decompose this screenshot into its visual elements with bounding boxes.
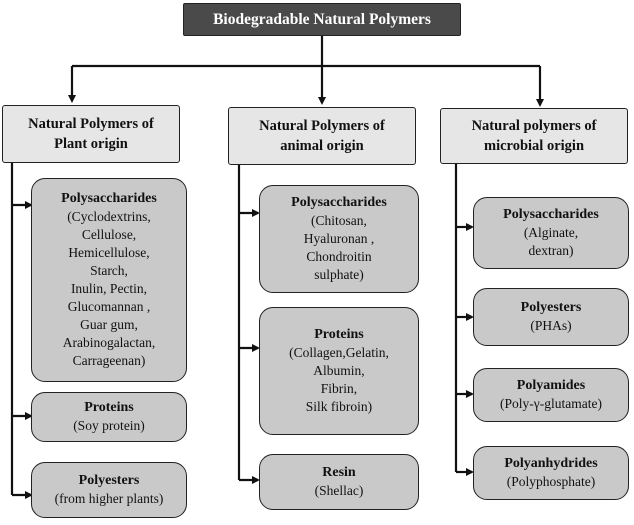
node-detail: (Soy protein) bbox=[73, 418, 145, 433]
node-title: Polyamides bbox=[516, 378, 586, 393]
node-detail: (Cyclodextrins, Cellulose, Hemicellulose… bbox=[62, 209, 156, 368]
node-detail: (Poly-γ-glutamate) bbox=[500, 396, 602, 411]
node-detail: (Chitosan, Hyaluronan , Chondroitin sulp… bbox=[303, 213, 375, 282]
node-detail: (from higher plants) bbox=[54, 491, 164, 506]
microbial-polyanhydrides-node: Polyanhydrides (Polyphosphate) bbox=[473, 446, 629, 500]
node-detail: (Polyphosphate) bbox=[506, 474, 596, 489]
microbial-polyesters-node: Polyesters (PHAs) bbox=[473, 288, 629, 346]
category-plant-origin: Natural Polymers of Plant origin bbox=[2, 105, 180, 163]
category-title: Natural Polymers of Plant origin bbox=[28, 116, 154, 152]
node-detail: (Shellac) bbox=[314, 483, 364, 498]
root-node: Biodegradable Natural Polymers bbox=[183, 3, 461, 36]
node-title: Polysaccharides bbox=[291, 195, 387, 210]
node-title: Polysaccharides bbox=[61, 191, 157, 206]
microbial-polysaccharides-node: Polysaccharides (Alginate, dextran) bbox=[473, 197, 629, 269]
node-title: Polyesters bbox=[520, 300, 582, 315]
category-animal-origin: Natural Polymers of animal origin bbox=[228, 107, 416, 165]
node-detail: (PHAs) bbox=[530, 318, 572, 333]
category-microbial-origin: Natural polymers of microbial origin bbox=[440, 108, 628, 164]
animal-proteins-node: Proteins (Collagen,Gelatin, Albumin, Fib… bbox=[259, 307, 419, 435]
node-detail: (Collagen,Gelatin, Albumin, Fibrin, Silk… bbox=[289, 345, 389, 414]
microbial-polyamides-node: Polyamides (Poly-γ-glutamate) bbox=[473, 368, 629, 422]
animal-polysaccharides-node: Polysaccharides (Chitosan, Hyaluronan , … bbox=[259, 185, 419, 293]
node-detail: (Alginate, dextran) bbox=[523, 225, 579, 258]
root-label: Biodegradable Natural Polymers bbox=[213, 10, 431, 28]
node-title: Polyesters bbox=[78, 473, 140, 488]
category-title: Natural Polymers of animal origin bbox=[259, 118, 385, 154]
node-title: Proteins bbox=[314, 327, 364, 342]
plant-proteins-node: Proteins (Soy protein) bbox=[31, 392, 187, 442]
node-title: Proteins bbox=[84, 400, 134, 415]
plant-polyesters-node: Polyesters (from higher plants) bbox=[31, 462, 187, 518]
node-title: Resin bbox=[322, 465, 356, 480]
category-title: Natural polymers of microbial origin bbox=[471, 118, 597, 154]
node-title: Polysaccharides bbox=[503, 207, 599, 222]
node-title: Polyanhydrides bbox=[504, 456, 598, 471]
animal-resin-node: Resin (Shellac) bbox=[259, 454, 419, 510]
plant-polysaccharides-node: Polysaccharides (Cyclodextrins, Cellulos… bbox=[31, 178, 187, 382]
